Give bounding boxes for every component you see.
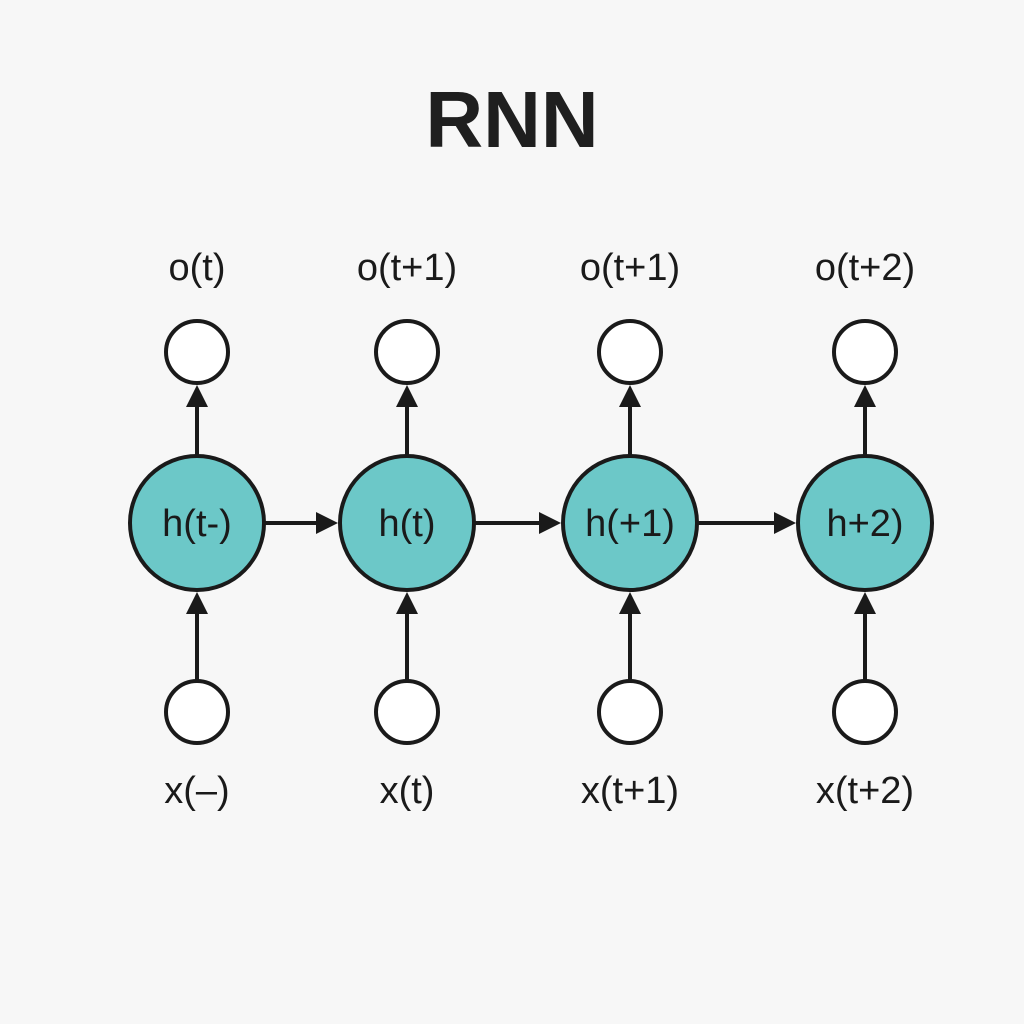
labels-layer: o(t) h(t-) x(–) o(t+1) h(t) x(t) o(t+1) h(+1) x(… [162, 247, 915, 812]
arrowhead-icon [539, 512, 561, 534]
hidden-recurrent-arrow [697, 512, 796, 534]
input-label: x(t+1) [581, 770, 679, 812]
arrowhead-icon [186, 385, 208, 407]
hidden-recurrent-arrow [264, 512, 338, 534]
hidden-state-label: h(t-) [162, 503, 232, 545]
output-node [832, 319, 898, 385]
arrowhead-icon [396, 592, 418, 614]
input-to-hidden-arrow [396, 592, 418, 681]
output-node [597, 319, 663, 385]
arrowhead-icon [619, 385, 641, 407]
input-to-hidden-arrow [186, 592, 208, 681]
output-node [164, 319, 230, 385]
output-label: o(t+1) [357, 247, 457, 289]
hidden-to-output-arrow [854, 385, 876, 456]
input-label: x(–) [164, 770, 229, 812]
input-node [832, 679, 898, 745]
output-label: o(t+2) [815, 247, 915, 289]
hidden-to-output-arrow [186, 385, 208, 456]
hidden-to-output-arrow [396, 385, 418, 456]
arrowhead-icon [316, 512, 338, 534]
arrowhead-icon [396, 385, 418, 407]
arrowhead-icon [186, 592, 208, 614]
input-node [164, 679, 230, 745]
hidden-state-label: h+2) [826, 503, 903, 545]
input-label: x(t) [380, 770, 435, 812]
input-node [374, 679, 440, 745]
edges-layer [186, 385, 876, 681]
arrowhead-icon [619, 592, 641, 614]
hidden-state-label: h(t) [379, 503, 436, 545]
output-label: o(t) [169, 247, 226, 289]
diagram-title: RNN [425, 75, 598, 164]
hidden-recurrent-arrow [474, 512, 561, 534]
arrowhead-icon [774, 512, 796, 534]
nodes-layer [128, 319, 934, 745]
hidden-state-node [561, 454, 699, 592]
input-to-hidden-arrow [854, 592, 876, 681]
hidden-state-label: h(+1) [585, 503, 675, 545]
output-label: o(t+1) [580, 247, 680, 289]
input-node [597, 679, 663, 745]
hidden-state-node [338, 454, 476, 592]
input-to-hidden-arrow [619, 592, 641, 681]
hidden-state-node [128, 454, 266, 592]
arrowhead-icon [854, 592, 876, 614]
hidden-state-node [796, 454, 934, 592]
hidden-to-output-arrow [619, 385, 641, 456]
input-label: x(t+2) [816, 770, 914, 812]
output-node [374, 319, 440, 385]
arrowhead-icon [854, 385, 876, 407]
